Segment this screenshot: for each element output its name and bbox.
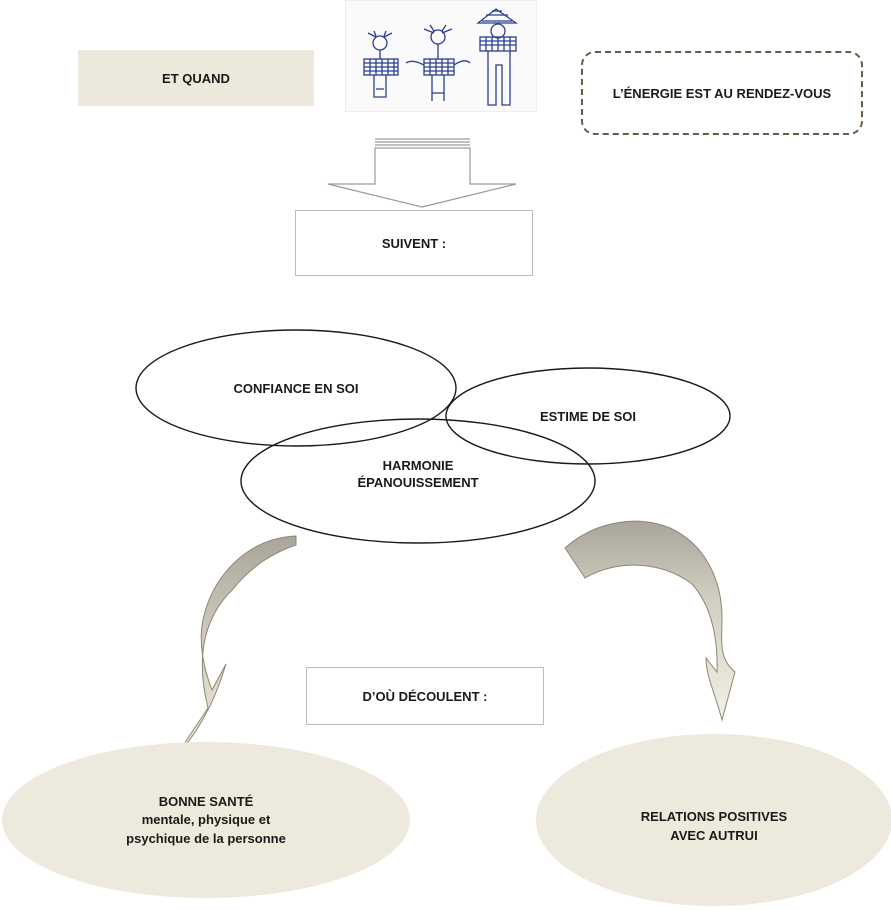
curved-arrow-right-icon	[564, 520, 736, 722]
relations-title: RELATIONS POSITIVES	[640, 808, 788, 824]
relations-line2: AVEC AUTRUI	[670, 827, 758, 843]
concept-ellipses	[135, 329, 731, 544]
epanouissement-label: ÉPANOUISSEMENT	[357, 474, 479, 490]
estime-label: ESTIME DE SOI	[539, 408, 637, 424]
et-quand-box: ET QUAND	[78, 50, 314, 106]
confiance-ellipse	[135, 329, 457, 447]
sante-ellipse	[2, 742, 410, 898]
curved-arrow-left-icon	[171, 535, 297, 763]
harmonie-label: HARMONIE	[382, 457, 454, 473]
child-drawing-image	[345, 0, 537, 112]
harmonie-ellipse	[240, 418, 596, 544]
energie-label: L’ÉNERGIE EST AU RENDEZ-VOUS	[612, 85, 832, 101]
confiance-label: CONFIANCE EN SOI	[233, 380, 359, 396]
suivent-box: SUIVENT :	[295, 210, 533, 276]
sante-line2: mentale, physique et	[141, 811, 271, 827]
relations-ellipse	[536, 734, 891, 906]
energie-box: L’ÉNERGIE EST AU RENDEZ-VOUS	[581, 51, 863, 135]
sante-title: BONNE SANTÉ	[158, 793, 254, 809]
down-arrow-icon	[327, 138, 517, 208]
suivent-label: SUIVENT :	[381, 235, 447, 251]
et-quand-label: ET QUAND	[162, 70, 230, 86]
sante-line3: psychique de la personne	[126, 830, 286, 846]
decoulent-label: D’OÙ DÉCOULENT :	[362, 688, 488, 704]
decoulent-box: D’OÙ DÉCOULENT :	[306, 667, 544, 725]
child-drawing-sketch	[363, 8, 519, 106]
